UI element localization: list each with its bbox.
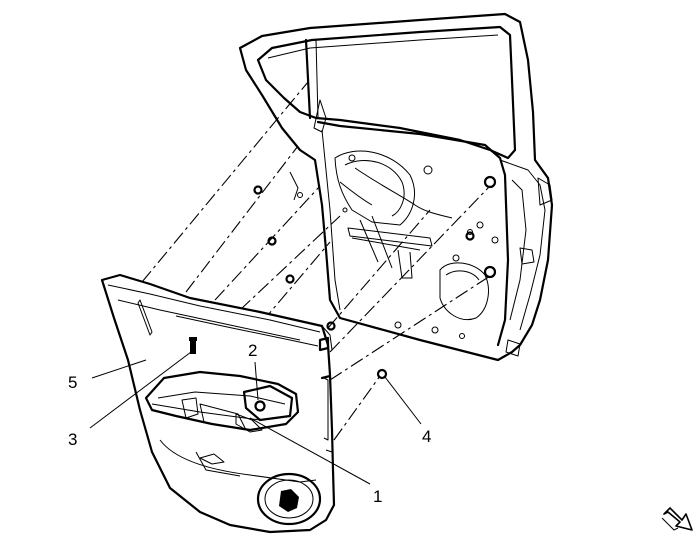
callout-3: 3 [68,430,77,449]
callout-2: 2 [248,341,257,360]
speaker-grille-icon [279,489,299,512]
door-trim-panel [100,273,336,534]
view-direction-arrow-icon [661,507,693,531]
callout-labels: 1 2 3 4 5 [68,341,431,506]
callout-leaders [89,351,422,485]
rear-door-inner-structure [238,12,554,362]
callout-5: 5 [68,373,77,392]
alignment-lines [141,81,491,441]
retainer-clips [253,185,475,380]
callout-4: 4 [422,427,431,446]
callout-1: 1 [373,487,382,506]
window-switch-screw [254,400,266,412]
trim-panel-bolt [189,337,197,354]
